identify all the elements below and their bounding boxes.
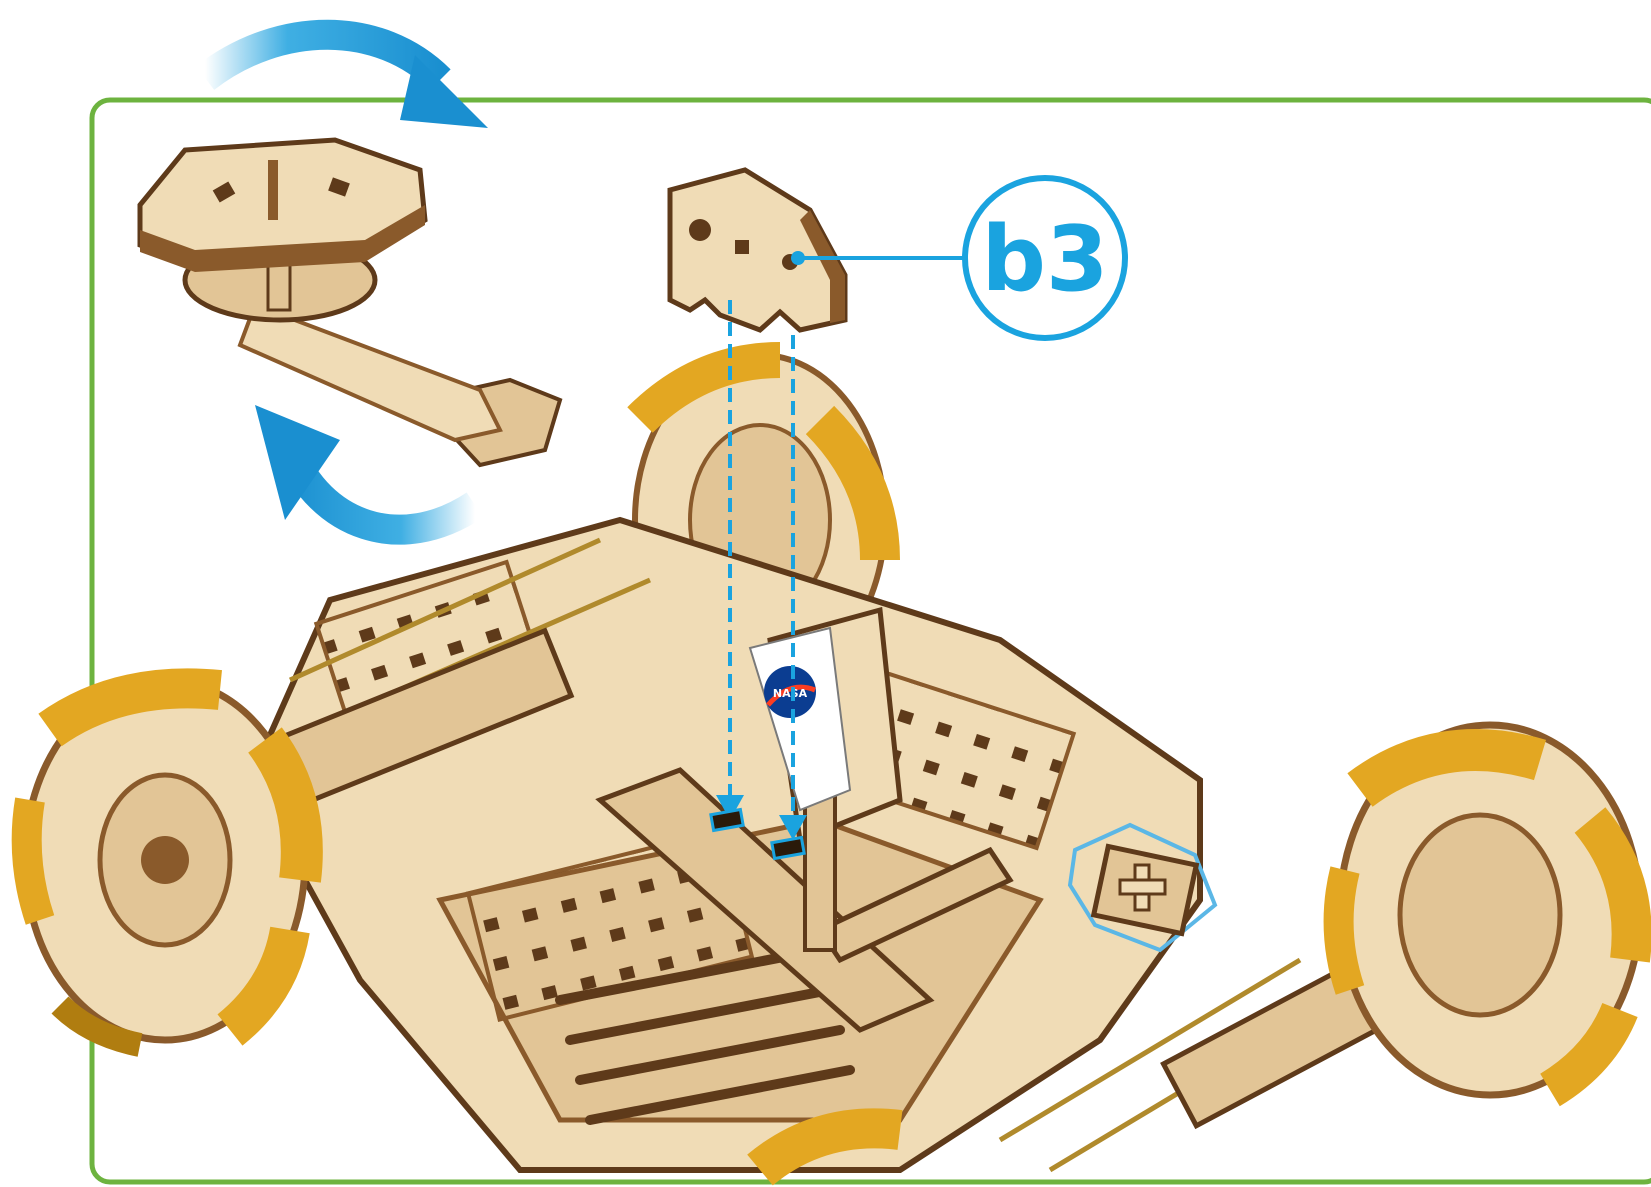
wheel — [1339, 725, 1640, 1095]
part-b3 — [670, 170, 845, 330]
wheel — [25, 680, 305, 1045]
rotate-arrow-icon — [205, 35, 488, 128]
nasa-logo-text: NASA — [773, 687, 808, 700]
nasa-logo-icon: NASA — [764, 666, 816, 718]
dish-part — [140, 140, 560, 465]
callout-label: b3 — [981, 207, 1108, 312]
